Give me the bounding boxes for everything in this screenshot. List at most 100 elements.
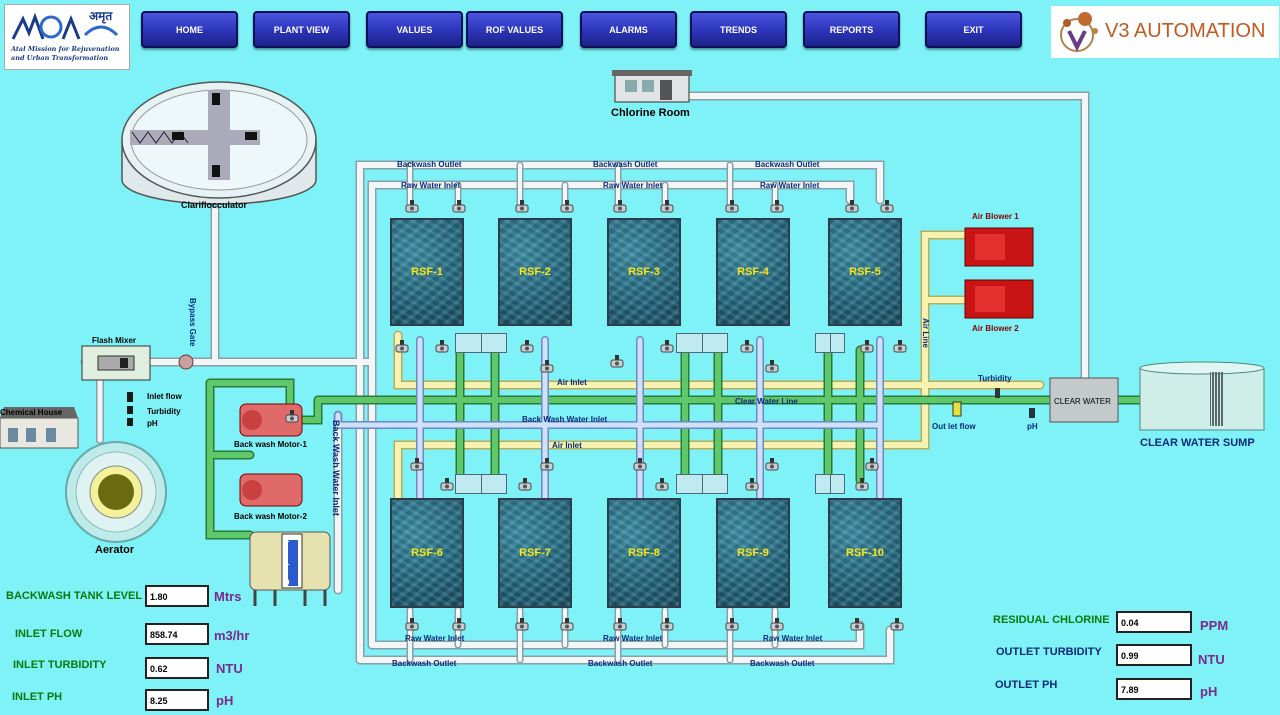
v3-automation-logo: V3 AUTOMATION bbox=[1051, 6, 1279, 58]
outlet-flow-sensor bbox=[952, 401, 962, 417]
filter-rsf-9[interactable]: RSF-9 bbox=[716, 498, 790, 608]
valve-icon[interactable] bbox=[860, 340, 874, 353]
filter-label: RSF-5 bbox=[849, 266, 881, 278]
clear-water-sump-label: CLEAR WATER SUMP bbox=[1140, 437, 1255, 449]
valve-icon[interactable] bbox=[740, 340, 754, 353]
filter-rsf-1[interactable]: RSF-1 bbox=[390, 218, 464, 326]
nav-trends-button[interactable]: TRENDS bbox=[690, 11, 787, 48]
valve-icon[interactable] bbox=[633, 458, 647, 471]
valve-icon[interactable] bbox=[440, 478, 454, 491]
header-box bbox=[815, 333, 845, 353]
valve-icon[interactable] bbox=[518, 478, 532, 491]
backwash-motor-2-label: Back wash Motor-2 bbox=[234, 512, 307, 521]
filter-label: RSF-9 bbox=[737, 547, 769, 559]
valve-icon[interactable] bbox=[452, 200, 466, 213]
valve-icon[interactable] bbox=[405, 618, 419, 631]
valve-icon[interactable] bbox=[660, 618, 674, 631]
nav-exit-button[interactable]: EXIT bbox=[925, 11, 1022, 48]
outlet-turbidity-label: Turbidity bbox=[978, 374, 1012, 383]
header-box bbox=[455, 474, 507, 494]
filter-rsf-3[interactable]: RSF-3 bbox=[607, 218, 681, 326]
valve-icon[interactable] bbox=[520, 340, 534, 353]
air-blower-2-label: Air Blower 2 bbox=[972, 324, 1019, 333]
amrut-script-text: अमृत bbox=[89, 9, 113, 23]
valve-icon[interactable] bbox=[660, 340, 674, 353]
nav-alarms-button[interactable]: ALARMS bbox=[580, 11, 677, 48]
header-box bbox=[676, 474, 728, 494]
valve-icon[interactable] bbox=[855, 478, 869, 491]
valve-icon[interactable] bbox=[285, 410, 299, 423]
valve-icon[interactable] bbox=[515, 618, 529, 631]
filter-rsf-5[interactable]: RSF-5 bbox=[828, 218, 902, 326]
valve-icon[interactable] bbox=[560, 618, 574, 631]
valve-icon[interactable] bbox=[515, 200, 529, 213]
inlet-flow-label-panel: INLET FLOW bbox=[15, 628, 83, 640]
valve-icon[interactable] bbox=[560, 200, 574, 213]
backwash-outlet-label: Backwash Outlet bbox=[392, 659, 457, 668]
nav-home-button[interactable]: HOME bbox=[141, 11, 238, 48]
valve-icon[interactable] bbox=[540, 458, 554, 471]
valve-icon[interactable] bbox=[410, 458, 424, 471]
valve-icon[interactable] bbox=[655, 478, 669, 491]
back-wash-water-inlet-label: Back Wash Water Inlet bbox=[522, 415, 608, 424]
outlet-turbidity-label-panel: OUTLET TURBIDITY bbox=[996, 646, 1102, 658]
air-blower-2-unit bbox=[964, 279, 1034, 319]
valve-icon[interactable] bbox=[880, 200, 894, 213]
backwash-outlet-label: Backwash Outlet bbox=[397, 160, 462, 169]
filter-rsf-8[interactable]: RSF-8 bbox=[607, 498, 681, 608]
filter-rsf-6[interactable]: RSF-6 bbox=[390, 498, 464, 608]
valve-icon[interactable] bbox=[745, 478, 759, 491]
nav-reports-button[interactable]: REPORTS bbox=[803, 11, 900, 48]
valve-icon[interactable] bbox=[765, 458, 779, 471]
valve-icon[interactable] bbox=[660, 200, 674, 213]
tank-level-mark: 1 bbox=[285, 558, 290, 567]
filter-label: RSF-2 bbox=[519, 266, 551, 278]
outlet-ph-label: pH bbox=[1027, 422, 1038, 431]
nav-plant-view-button[interactable]: PLANT VIEW bbox=[253, 11, 350, 48]
valve-icon[interactable] bbox=[725, 618, 739, 631]
valve-icon[interactable] bbox=[540, 360, 554, 373]
valve-icon[interactable] bbox=[845, 200, 859, 213]
header-box bbox=[455, 333, 507, 353]
outlet-ph-sensor bbox=[1029, 408, 1035, 418]
raw-water-inlet-label: Raw Water Inlet bbox=[401, 181, 461, 190]
residual-chlorine-unit: PPM bbox=[1200, 618, 1229, 633]
outlet-flow-label: Out let flow bbox=[932, 422, 976, 431]
backwash-motor-1-unit bbox=[239, 403, 303, 437]
inlet-turbidity-label-panel: INLET TURBIDITY bbox=[13, 659, 107, 671]
valve-icon[interactable] bbox=[395, 340, 409, 353]
inlet-flow-unit: m3/hr bbox=[214, 628, 250, 643]
valve-icon[interactable] bbox=[452, 618, 466, 631]
chlorine-room-label: Chlorine Room bbox=[611, 107, 690, 119]
inlet-ph-label-panel: INLET PH bbox=[12, 691, 63, 703]
valve-icon[interactable] bbox=[613, 618, 627, 631]
clear-water-label: CLEAR WATER bbox=[1054, 397, 1111, 406]
valve-icon[interactable] bbox=[610, 355, 624, 368]
valve-icon[interactable] bbox=[435, 340, 449, 353]
filter-rsf-7[interactable]: RSF-7 bbox=[498, 498, 572, 608]
raw-water-inlet-label: Raw Water Inlet bbox=[760, 181, 820, 190]
valve-icon[interactable] bbox=[770, 200, 784, 213]
valve-icon[interactable] bbox=[405, 200, 419, 213]
backwash-tank-level-label: BACKWASH TANK LEVEL bbox=[6, 590, 143, 602]
valve-icon[interactable] bbox=[770, 618, 784, 631]
inlet-ph-sensor bbox=[127, 418, 133, 426]
valve-icon[interactable] bbox=[893, 340, 907, 353]
filter-rsf-10[interactable]: RSF-10 bbox=[828, 498, 902, 608]
nav-values-button[interactable]: VALUES bbox=[366, 11, 463, 48]
valve-icon[interactable] bbox=[890, 618, 904, 631]
filter-label: RSF-8 bbox=[628, 547, 660, 559]
raw-water-inlet-label: Raw Water Inlet bbox=[603, 181, 663, 190]
valve-icon[interactable] bbox=[613, 200, 627, 213]
valve-icon[interactable] bbox=[765, 360, 779, 373]
filter-rsf-4[interactable]: RSF-4 bbox=[716, 218, 790, 326]
nav-rof-values-button[interactable]: ROF VALUES bbox=[466, 11, 563, 48]
valve-icon[interactable] bbox=[865, 458, 879, 471]
flash-mixer-tank bbox=[81, 345, 151, 381]
backwash-outlet-label: Backwash Outlet bbox=[588, 659, 653, 668]
raw-water-inlet-label: Raw Water Inlet bbox=[763, 634, 823, 643]
filter-rsf-2[interactable]: RSF-2 bbox=[498, 218, 572, 326]
valve-icon[interactable] bbox=[850, 618, 864, 631]
residual-chlorine-value: 0.04 bbox=[1116, 611, 1192, 633]
valve-icon[interactable] bbox=[725, 200, 739, 213]
